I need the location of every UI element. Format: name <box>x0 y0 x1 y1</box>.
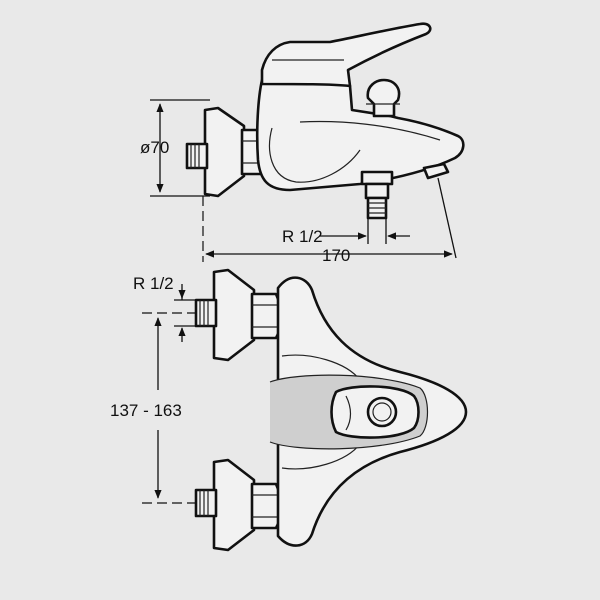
top-upper-thread <box>194 298 218 328</box>
top-upper-flange <box>212 268 256 362</box>
side-lever-handle <box>260 22 432 88</box>
side-aerator <box>422 162 450 180</box>
top-lower-nut <box>250 482 282 530</box>
top-upper-nut <box>250 292 282 340</box>
dimension-thread-top-label: R 1/2 <box>282 227 323 246</box>
top-lower-flange <box>212 458 256 552</box>
dimension-length-label: 170 <box>322 246 350 265</box>
top-view <box>142 268 468 552</box>
top-lower-thread <box>194 488 218 518</box>
dimension-spacing-label: 137 - 163 <box>110 401 182 420</box>
side-view <box>150 22 465 262</box>
side-wall-flange <box>203 106 246 198</box>
dimension-thread-bottom-label: R 1/2 <box>133 274 174 293</box>
top-diverter-knob <box>366 396 398 428</box>
side-shower-outlet <box>360 170 394 186</box>
dimension-diameter-label: ø70 <box>140 138 169 157</box>
side-inlet-thread <box>185 142 209 170</box>
side-diverter-knob <box>366 78 401 118</box>
